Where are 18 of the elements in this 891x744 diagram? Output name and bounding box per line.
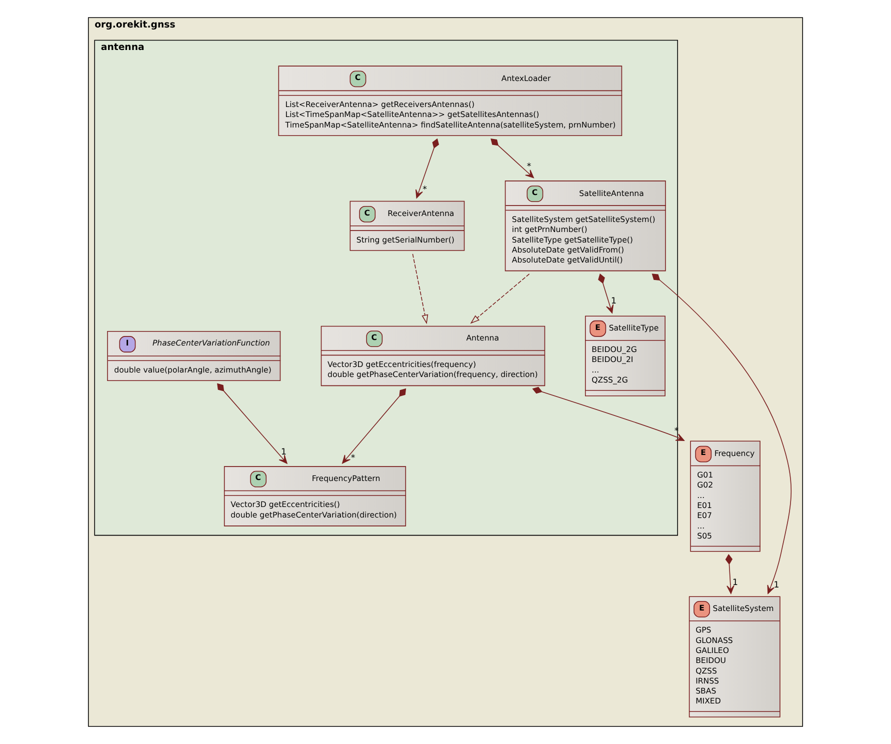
edge-label: * <box>422 184 427 195</box>
edge-label: * <box>350 454 356 464</box>
edge-label: 1 <box>732 578 738 588</box>
arrow <box>532 386 684 441</box>
arrow <box>217 383 288 464</box>
arrow <box>598 273 614 314</box>
arrow <box>725 554 734 594</box>
edge-label: 1 <box>610 296 616 307</box>
arrow <box>470 274 530 324</box>
arrow <box>342 388 406 464</box>
edge-label: * <box>674 426 679 437</box>
arrow <box>415 138 440 198</box>
arrow <box>412 254 428 324</box>
arrow <box>652 274 792 594</box>
edge-label: * <box>526 162 532 172</box>
edge-label: 1 <box>280 447 286 458</box>
arrow <box>490 138 534 178</box>
edge-label: 1 <box>774 580 780 591</box>
